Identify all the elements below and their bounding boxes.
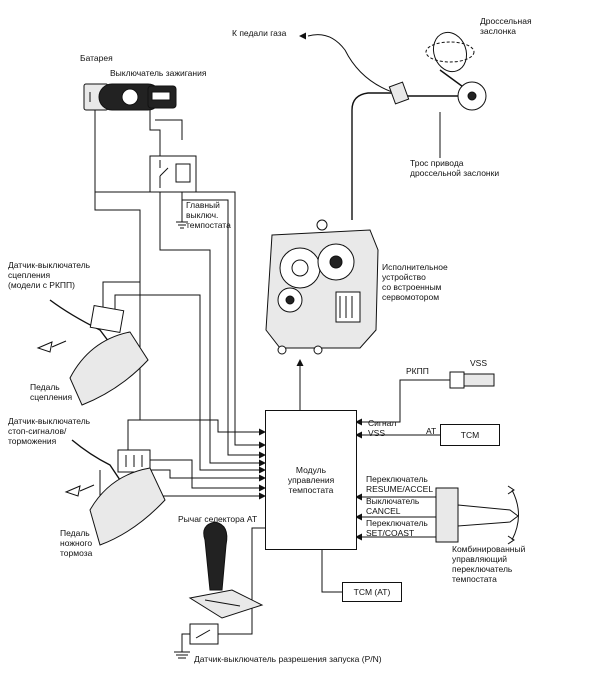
battery-ignition-icon: [83, 83, 177, 111]
throttle-valve-icon: [388, 31, 487, 111]
label-combined-switch: Комбинированный управляющий переключател…: [452, 544, 526, 584]
label-cancel: Выключатель CANCEL: [366, 496, 420, 516]
tcm-at-box: TCM (AT): [342, 582, 402, 602]
label-battery: Батарея: [80, 53, 113, 63]
wiring: [94, 32, 460, 659]
label-set-coast: Переключатель SET/COAST: [366, 518, 428, 538]
label-vss-signal: Сигнал VSS: [368, 418, 397, 438]
combined-switch-icon: [435, 485, 519, 545]
label-stop-switch: Датчик-выключатель стоп-сигналов/ тормож…: [8, 416, 91, 446]
tcm-label: TCM: [460, 430, 480, 440]
label-clutch-pedal: Педаль сцепления: [30, 382, 73, 402]
clutch-pedal-icon: [36, 299, 149, 406]
main-switch-icon: [149, 155, 197, 193]
label-to-gas-pedal: К педали газа: [232, 28, 287, 38]
label-start-switch: Датчик-выключатель разрешения запуска (P…: [194, 654, 382, 664]
label-actuator: Исполнительное устройство со встроенным …: [382, 262, 448, 302]
label-throttle-cable: Трос привода дроссельной заслонки: [410, 158, 500, 178]
label-main-switch: Главный выключ. темпостата: [186, 200, 231, 230]
label-at: AT: [426, 426, 437, 436]
at-selector-icon: [188, 521, 264, 619]
vss-sensor-icon: [449, 371, 495, 389]
label-at-selector: Рычаг селектора AT: [178, 514, 258, 524]
tcm-box: TCM: [440, 424, 500, 446]
label-mt: РКПП: [406, 366, 429, 376]
label-clutch-switch: Датчик-выключатель сцепления (модели с Р…: [8, 260, 91, 290]
brake-pedal-icon: [64, 439, 166, 546]
label-vss: VSS: [470, 358, 488, 368]
control-module: Модуль управления темпостата: [265, 410, 357, 550]
control-module-label: Модуль управления темпостата: [287, 465, 335, 495]
label-resume-accel: Переключатель RESUME/ACCEL: [366, 474, 434, 494]
label-ignition-switch: Выключатель зажигания: [110, 68, 207, 78]
actuator-icon: [265, 219, 379, 355]
start-switch-icon: [189, 623, 219, 645]
label-throttle-valve: Дроссельная заслонка: [480, 16, 532, 36]
label-brake-pedal: Педаль ножного тормоза: [60, 528, 93, 558]
tcm-at-label: TCM (AT): [353, 587, 391, 597]
